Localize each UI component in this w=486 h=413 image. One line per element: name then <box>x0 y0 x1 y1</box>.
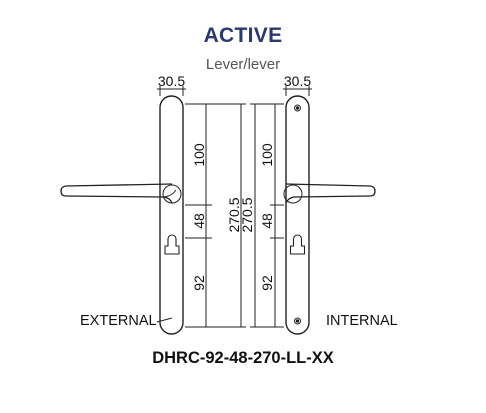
external-vertical-dimensions <box>185 103 246 328</box>
internal-plate <box>283 95 376 335</box>
internal-vertical-dimensions <box>250 103 284 328</box>
external-leader-line <box>156 317 173 323</box>
internal-upper-dim-text: 100 <box>259 143 275 167</box>
diagram-subtitle: Lever/lever <box>205 56 281 73</box>
external-width-text: 30.5 <box>158 73 185 89</box>
internal-middle-dim-text: 48 <box>259 213 275 229</box>
internal-width-dimension <box>283 86 312 96</box>
product-code: DHRC-92-48-270-LL-XX <box>152 349 334 367</box>
external-upper-dim-text: 100 <box>191 143 207 167</box>
internal-lower-dim-text: 92 <box>259 275 275 291</box>
external-lower-dim-text: 92 <box>191 275 207 291</box>
diagram-title: ACTIVE <box>203 24 283 47</box>
external-total-dim-text: 270.5 <box>226 197 242 232</box>
internal-label: INTERNAL <box>326 313 398 329</box>
external-middle-dim-text: 48 <box>191 213 207 229</box>
internal-width-text: 30.5 <box>284 73 311 89</box>
external-label: EXTERNAL <box>80 313 157 329</box>
external-width-dimension <box>157 86 186 96</box>
internal-total-dim-text: 270.5 <box>239 197 255 232</box>
external-plate <box>60 95 184 335</box>
